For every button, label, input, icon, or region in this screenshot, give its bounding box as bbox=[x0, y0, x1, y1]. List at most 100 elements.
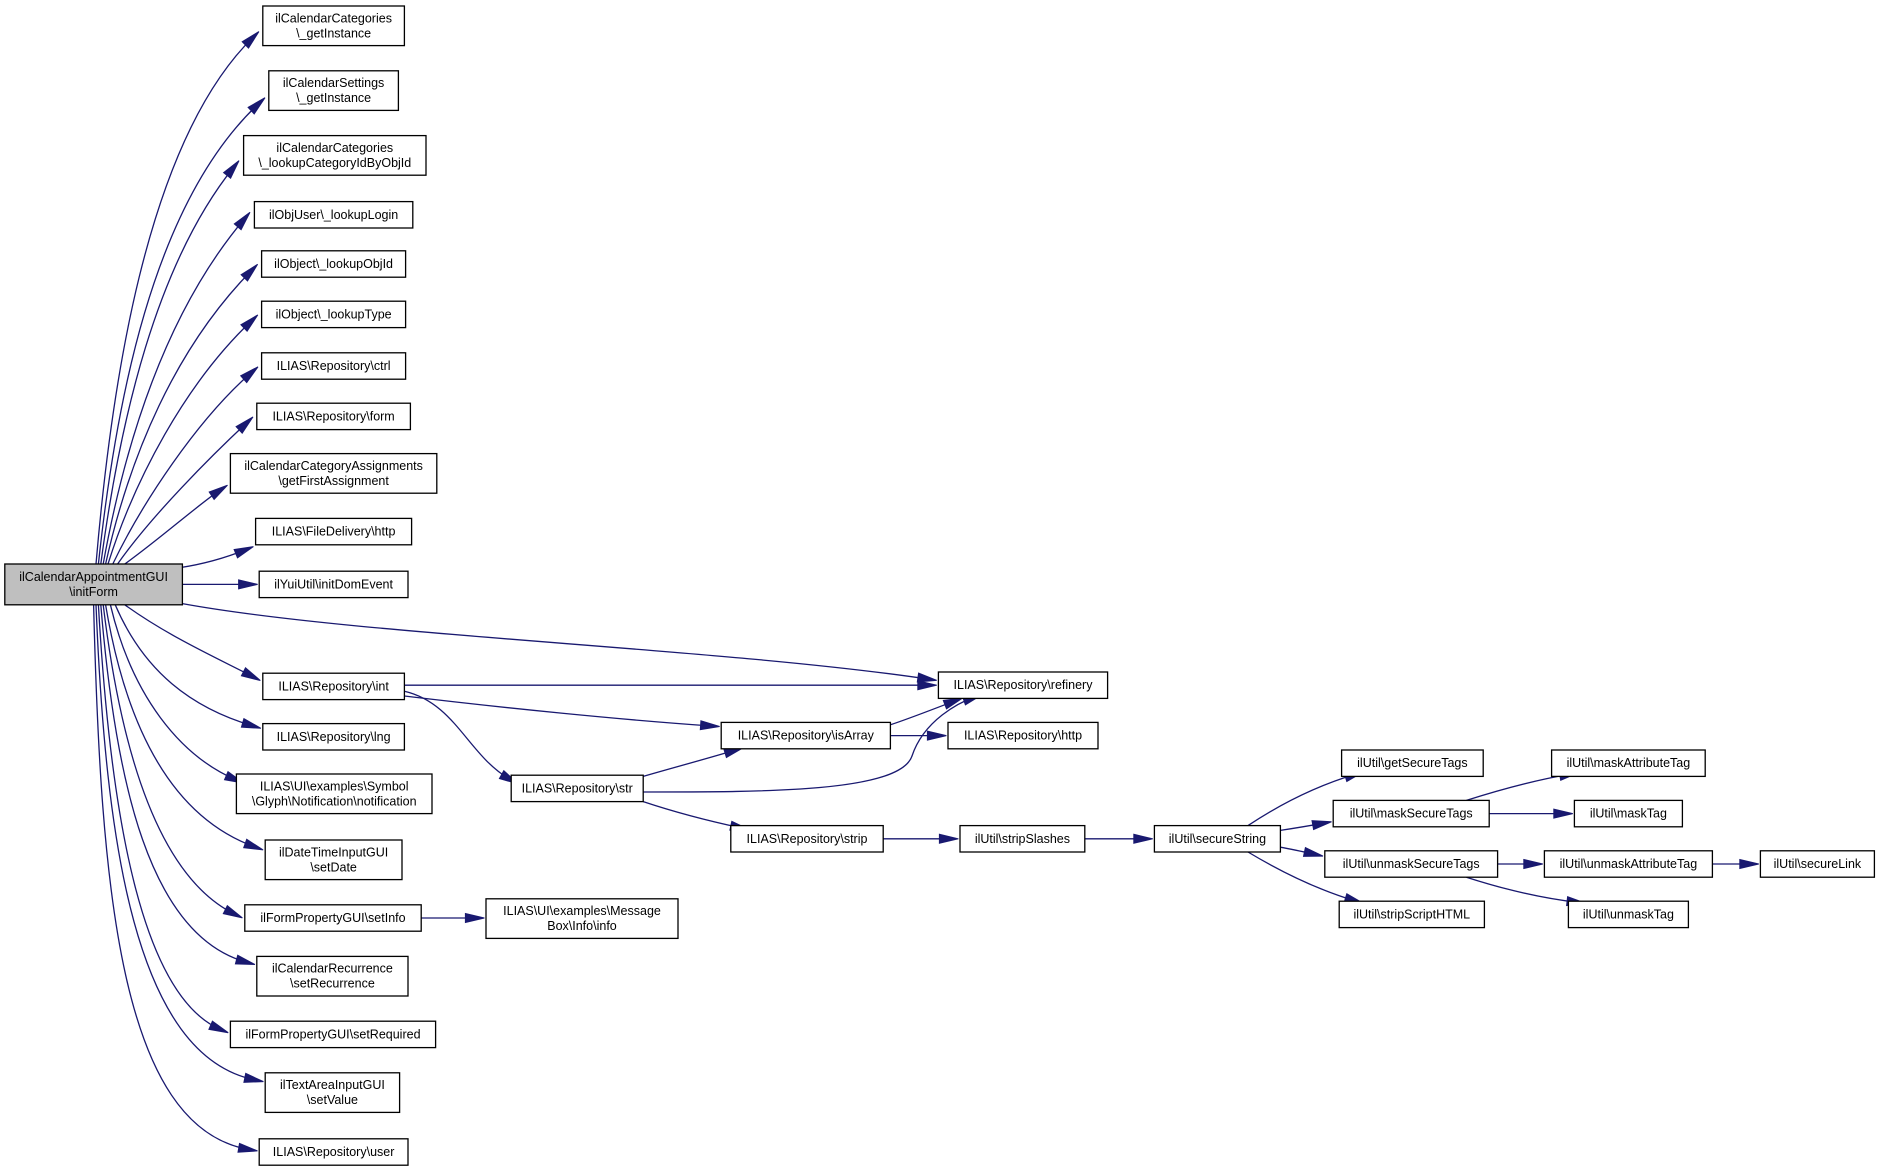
arrowhead-repo_int bbox=[240, 667, 261, 681]
arrowhead-lookupLogin bbox=[233, 211, 251, 231]
node-repo_ctrl[interactable]: ILIAS\Repository\ctrl bbox=[260, 352, 407, 380]
node-setInfo[interactable]: ilFormPropertyGUI\setInfo bbox=[244, 904, 422, 932]
node-notification[interactable]: ILIAS\UI\examples\Symbol\Glyph\Notificat… bbox=[235, 773, 433, 815]
node-lookupType[interactable]: ilObject\_lookupType bbox=[260, 300, 407, 329]
node-repo_lng[interactable]: ILIAS\Repository\lng bbox=[262, 722, 406, 751]
node-box bbox=[1340, 749, 1484, 778]
node-secureString[interactable]: ilUtil\secureString bbox=[1153, 824, 1282, 853]
node-getSecureTags[interactable]: ilUtil\getSecureTags bbox=[1340, 749, 1484, 778]
node-label: ilUtil\stripSlashes bbox=[975, 832, 1070, 846]
node-box bbox=[229, 1020, 437, 1049]
arrowhead-setRecurrence bbox=[234, 954, 256, 965]
node-unmaskSecureTags[interactable]: ilUtil\unmaskSecureTags bbox=[1324, 850, 1499, 878]
arrowhead-unmaskSecureTags bbox=[1302, 846, 1324, 857]
arrowhead-refinery bbox=[917, 680, 937, 691]
node-box bbox=[244, 904, 422, 932]
node-label: \setDate bbox=[310, 860, 357, 874]
node-stripSlashes[interactable]: ilUtil\stripSlashes bbox=[959, 824, 1086, 853]
node-label: ILIAS\Repository\http bbox=[964, 729, 1082, 743]
node-box bbox=[4, 563, 184, 606]
arrowhead-lookupType bbox=[240, 314, 259, 333]
node-fd_http[interactable]: ILIAS\FileDelivery\http bbox=[254, 517, 413, 546]
node-cat_lookup[interactable]: ilCalendarCategories\_lookupCategoryIdBy… bbox=[242, 134, 427, 176]
node-label: ILIAS\Repository\lng bbox=[277, 730, 391, 744]
node-repo_str[interactable]: ILIAS\Repository\str bbox=[510, 774, 644, 803]
node-isArray[interactable]: ILIAS\Repository\isArray bbox=[720, 721, 892, 750]
node-label: ilTextAreaInputGUI bbox=[280, 1078, 385, 1092]
edge-secureString-to-stripScriptHTML bbox=[1247, 851, 1357, 902]
node-maskTag[interactable]: ilUtil\maskTag bbox=[1573, 799, 1684, 828]
edge-root-to-setDate bbox=[104, 604, 256, 848]
node-label: Box\Info\info bbox=[547, 919, 617, 933]
arrowhead-maskSecureTags bbox=[1311, 820, 1332, 831]
node-box bbox=[256, 402, 412, 431]
arrowhead-repo_lng bbox=[240, 717, 262, 729]
node-repo_strip[interactable]: ILIAS\Repository\strip bbox=[730, 824, 884, 853]
node-label: \_lookupCategoryIdByObjId bbox=[258, 156, 411, 170]
node-secureLink[interactable]: ilUtil\secureLink bbox=[1759, 850, 1876, 878]
node-label: \initForm bbox=[69, 585, 118, 599]
node-label: ilUtil\secureString bbox=[1169, 832, 1266, 846]
node-label: ilCalendarRecurrence bbox=[272, 962, 393, 976]
node-repo_int[interactable]: ILIAS\Repository\int bbox=[262, 672, 406, 701]
node-box bbox=[1543, 850, 1714, 878]
arrowhead-cat_lookup bbox=[222, 160, 240, 179]
node-root[interactable]: ilCalendarAppointmentGUI\initForm bbox=[4, 563, 184, 606]
node-initDomEvent[interactable]: ilYuiUtil\initDomEvent bbox=[258, 570, 409, 599]
node-label: \getFirstAssignment bbox=[278, 474, 389, 488]
edge-repo_str-to-refinery bbox=[643, 696, 975, 793]
edge-repo_int-to-repo_str bbox=[404, 690, 512, 781]
arrowhead-msg_info bbox=[464, 912, 485, 924]
arrowhead-initDomEvent bbox=[238, 579, 258, 590]
node-box bbox=[235, 773, 433, 815]
node-lookupLogin[interactable]: ilObjUser\_lookupLogin bbox=[253, 200, 414, 229]
edge-root-to-setValue bbox=[95, 604, 256, 1081]
edge-root-to-lookupObjId bbox=[104, 269, 253, 565]
arrowhead-getFirstAssignment bbox=[208, 484, 228, 501]
edge-unmaskSecureTags-to-unmaskTag bbox=[1466, 876, 1579, 904]
arrowhead-secureLink bbox=[1739, 858, 1759, 870]
node-label: ilCalendarSettings bbox=[283, 76, 384, 90]
edge-secureString-to-getSecureTags bbox=[1247, 773, 1357, 827]
node-label: ILIAS\FileDelivery\http bbox=[272, 525, 396, 539]
node-stripScriptHTML[interactable]: ilUtil\stripScriptHTML bbox=[1338, 900, 1486, 929]
node-label: ilFormPropertyGUI\setRequired bbox=[245, 1027, 420, 1041]
edge-root-to-notification bbox=[109, 604, 237, 781]
node-label: ILIAS\Repository\str bbox=[522, 781, 633, 795]
node-setRecurrence[interactable]: ilCalendarRecurrence\setRecurrence bbox=[256, 955, 409, 997]
node-cat_getInstance[interactable]: ilCalendarCategories\_getInstance bbox=[262, 5, 406, 47]
node-set_getInstance[interactable]: ilCalendarSettings\_getInstance bbox=[268, 70, 400, 112]
node-maskSecureTags[interactable]: ilUtil\maskSecureTags bbox=[1332, 799, 1490, 828]
node-unmaskTag[interactable]: ilUtil\unmaskTag bbox=[1567, 900, 1690, 929]
node-getFirstAssignment[interactable]: ilCalendarCategoryAssignments\getFirstAs… bbox=[229, 452, 438, 494]
edge-root-to-setRequired bbox=[97, 604, 222, 1031]
node-setDate[interactable]: ilDateTimeInputGUI\setDate bbox=[264, 839, 403, 881]
node-repo_user[interactable]: ILIAS\Repository\user bbox=[258, 1138, 409, 1166]
node-label: ilUtil\getSecureTags bbox=[1357, 756, 1467, 770]
node-label: ilCalendarCategoryAssignments bbox=[244, 459, 423, 473]
node-repo_http[interactable]: ILIAS\Repository\http bbox=[947, 721, 1099, 750]
node-box bbox=[258, 1138, 409, 1166]
arrowhead-lookupObjId bbox=[240, 263, 259, 282]
node-box bbox=[510, 774, 644, 803]
node-lookupObjId[interactable]: ilObject\_lookupObjId bbox=[260, 250, 407, 278]
node-unmaskAttributeTag[interactable]: ilUtil\unmaskAttributeTag bbox=[1543, 850, 1714, 878]
node-refinery[interactable]: ILIAS\Repository\refinery bbox=[937, 671, 1109, 700]
arrowhead-refinery bbox=[942, 697, 963, 710]
node-maskAttributeTag[interactable]: ilUtil\maskAttributeTag bbox=[1550, 749, 1706, 778]
node-setRequired[interactable]: ilFormPropertyGUI\setRequired bbox=[229, 1020, 437, 1049]
node-repo_form[interactable]: ILIAS\Repository\form bbox=[256, 402, 412, 431]
node-box bbox=[253, 200, 414, 229]
arrowhead-setDate bbox=[243, 838, 264, 851]
node-label: ILIAS\Repository\ctrl bbox=[277, 359, 391, 373]
node-label: ILIAS\Repository\int bbox=[278, 679, 389, 693]
arrowhead-setInfo bbox=[222, 904, 243, 919]
edge-root-to-repo_user bbox=[92, 604, 250, 1151]
node-label: ilUtil\maskAttributeTag bbox=[1567, 756, 1691, 770]
node-label: ilObjUser\_lookupLogin bbox=[269, 208, 398, 222]
node-setValue[interactable]: ilTextAreaInputGUI\setValue bbox=[264, 1072, 401, 1114]
node-box bbox=[1338, 900, 1486, 929]
node-label: ilCalendarCategories bbox=[275, 11, 392, 25]
node-label: ILIAS\Repository\form bbox=[272, 409, 394, 423]
